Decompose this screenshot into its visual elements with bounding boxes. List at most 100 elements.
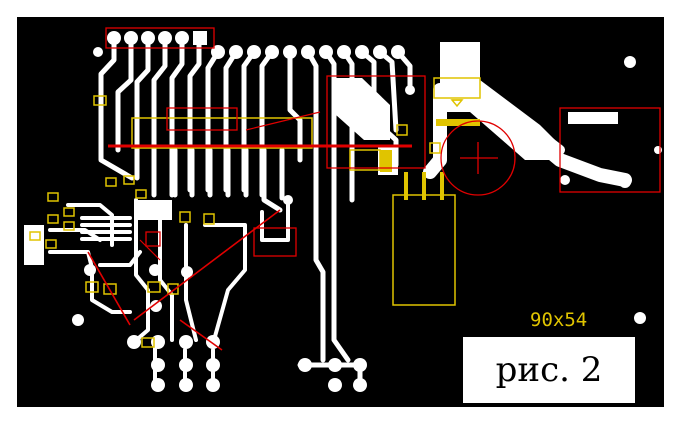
pad	[328, 358, 342, 372]
trace	[134, 35, 151, 181]
ratsnest	[179, 319, 223, 351]
pad	[211, 45, 225, 59]
header-courtyard	[105, 27, 215, 49]
capacitor-courtyard	[440, 120, 516, 196]
pad	[301, 45, 315, 59]
connector-courtyard	[559, 107, 661, 193]
smd-part	[123, 175, 135, 185]
trace	[169, 35, 185, 198]
pour	[440, 42, 555, 160]
ic-courtyard	[166, 107, 238, 131]
trace	[151, 35, 168, 198]
ratsnest	[245, 111, 321, 131]
pad	[624, 56, 636, 68]
pad	[298, 358, 312, 372]
header-pads	[107, 31, 207, 45]
ratsnest	[139, 239, 161, 261]
trace	[48, 250, 132, 314]
trace	[115, 35, 134, 153]
smd-part	[141, 337, 155, 348]
pour	[24, 225, 44, 265]
board-size-label: 90x54	[530, 309, 587, 331]
trace	[98, 35, 135, 181]
pad	[265, 45, 279, 59]
pad	[179, 358, 193, 372]
pad	[206, 378, 220, 392]
ratsnest	[133, 209, 281, 321]
regulator-lead	[404, 172, 408, 200]
pad	[72, 314, 84, 326]
smd-part	[103, 283, 117, 295]
smd-part	[29, 231, 41, 241]
pad	[560, 175, 570, 185]
pad	[107, 31, 121, 45]
diode-outline	[433, 77, 481, 99]
smd-part	[63, 221, 75, 231]
pad	[654, 146, 662, 154]
capacitor-band	[380, 150, 392, 172]
pad	[353, 358, 367, 372]
pad	[179, 335, 193, 349]
pad	[127, 335, 141, 349]
smd-part	[105, 177, 117, 187]
pad	[84, 264, 96, 276]
smd-part	[429, 142, 441, 154]
pad	[283, 45, 297, 59]
smd-part	[47, 192, 59, 202]
regulator-lead	[422, 172, 426, 200]
trace	[323, 49, 351, 363]
regulator-lead	[440, 172, 444, 200]
smd-part	[135, 189, 147, 199]
smd-part	[179, 211, 191, 223]
copper-pours	[24, 42, 618, 265]
trace	[184, 223, 198, 342]
pad	[151, 358, 165, 372]
pour	[336, 78, 390, 140]
trace	[287, 49, 303, 163]
pad	[206, 358, 220, 372]
smd-part	[396, 124, 408, 136]
pad	[150, 300, 162, 312]
pad	[229, 45, 243, 59]
ratsnest-lines	[87, 111, 412, 351]
smd-part	[93, 95, 107, 106]
trace	[260, 198, 290, 242]
pad	[247, 45, 261, 59]
courtyard-outlines	[105, 27, 661, 257]
pad	[158, 31, 172, 45]
trace	[158, 213, 174, 342]
pad	[337, 45, 351, 59]
trace	[305, 49, 326, 363]
pad	[591, 113, 599, 121]
pad	[353, 378, 367, 392]
switch-courtyard	[326, 75, 426, 169]
smd-part	[167, 283, 179, 295]
pads	[72, 31, 662, 392]
smd-part	[45, 239, 57, 249]
pad	[149, 264, 161, 276]
figure-caption-box: рис. 2	[462, 336, 636, 404]
crystal-courtyard	[253, 227, 297, 257]
trace	[98, 250, 142, 267]
ratsnest	[87, 251, 131, 326]
silkscreen-solid	[380, 119, 480, 200]
mounting-holes	[72, 47, 662, 326]
figure-caption: рис. 2	[495, 350, 603, 390]
pour	[136, 200, 172, 220]
smd-part	[85, 281, 99, 293]
smd-part	[203, 213, 215, 225]
pad	[179, 378, 193, 392]
pad	[181, 266, 193, 278]
pad	[373, 45, 387, 59]
pad	[141, 31, 155, 45]
trace	[423, 83, 447, 179]
pad	[151, 378, 165, 392]
trace	[261, 147, 283, 213]
pad	[328, 378, 342, 392]
pad	[175, 31, 189, 45]
capacitor-band	[436, 119, 480, 126]
pad	[193, 31, 207, 45]
pad	[391, 45, 405, 59]
smd-part	[47, 214, 59, 224]
